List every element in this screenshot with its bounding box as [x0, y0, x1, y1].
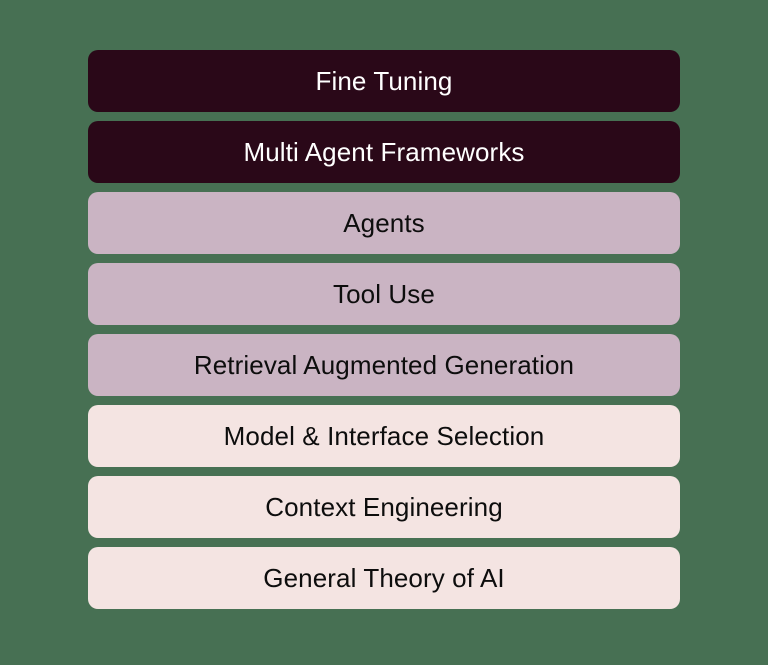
stack-bar-label: Agents	[343, 208, 425, 238]
stack-bar[interactable]: Tool Use	[88, 263, 680, 325]
stack-bar[interactable]: Retrieval Augmented Generation	[88, 334, 680, 396]
stack-bar-label: Model & Interface Selection	[223, 421, 545, 451]
stack-bar-label: Context Engineering	[265, 492, 503, 522]
stack-bar[interactable]: Model & Interface Selection	[88, 405, 680, 467]
stack-bar[interactable]: Agents	[88, 192, 680, 254]
stack-bar[interactable]: Fine Tuning	[88, 50, 680, 112]
stack-bar-label: Multi Agent Frameworks	[243, 137, 525, 167]
stack-bar-label: General Theory of AI	[263, 563, 505, 593]
stack-bar-label: Fine Tuning	[315, 66, 453, 96]
stack-bar[interactable]: Multi Agent Frameworks	[88, 121, 680, 183]
stack-bar-label: Tool Use	[333, 279, 435, 309]
stack-bar-label: Retrieval Augmented Generation	[193, 350, 575, 380]
stack-bar[interactable]: General Theory of AI	[88, 547, 680, 609]
stack-bar[interactable]: Context Engineering	[88, 476, 680, 538]
